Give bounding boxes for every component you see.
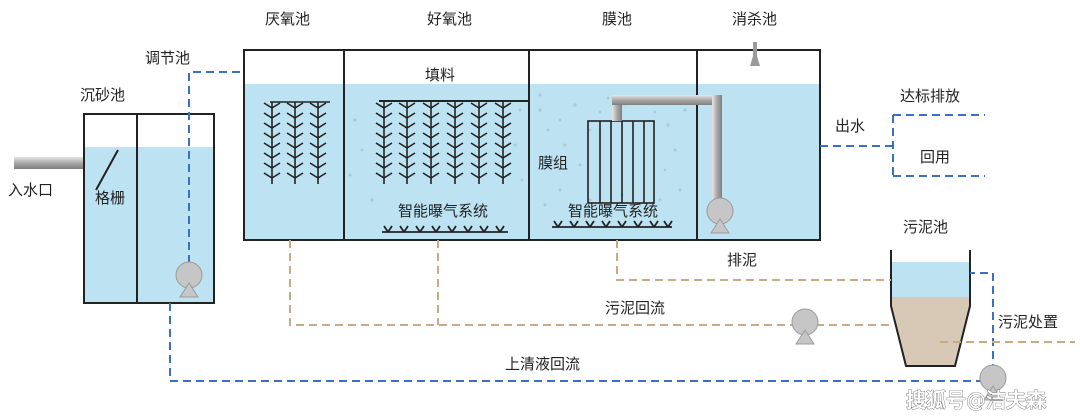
watermark: 搜狐号@洁夫森 [906,388,1047,412]
label-supernatant-return: 上清液回流 [505,355,580,373]
label-sludge-discharge: 排泥 [727,251,757,269]
label-membrane-module: 膜组 [538,154,568,172]
label-outlet: 出水 [835,117,865,135]
sludge-tank-water [891,262,970,297]
label-reuse: 回用 [920,148,950,166]
anaerobic-carriers [263,101,330,185]
membrane-pipe [612,95,722,200]
label-grit-chamber: 沉砂池 [80,86,125,104]
sludge-lines [289,240,1075,343]
inlet-pipe [14,157,84,169]
label-anaerobic-tank: 厌氧池 [265,10,310,28]
label-aerobic-tank: 好氧池 [427,10,472,28]
label-inlet: 入水口 [8,181,53,199]
label-discharge: 达标排放 [900,87,960,105]
disinfection-nozzle [750,42,760,66]
label-aeration-system-1: 智能曝气系统 [398,202,488,220]
label-disinfection-tank: 消杀池 [732,10,777,28]
label-screen: 格栅 [95,189,125,207]
label-aeration-system-2: 智能曝气系统 [568,202,658,220]
label-sludge-disposal: 污泥处置 [998,313,1058,331]
label-equalization-tank: 调节池 [145,49,190,67]
sludge-tank [890,250,971,367]
sludge-layer [891,297,970,366]
filler-carriers [375,100,530,186]
label-membrane-tank: 膜池 [602,10,632,28]
grit-chamber [83,113,215,304]
label-sludge-tank: 污泥池 [903,218,948,236]
sludge-return-pump-icon [791,308,819,345]
membrane-module [587,120,655,204]
aerator-2 [552,220,673,228]
aerator-1 [382,225,508,233]
label-filler: 填料 [425,66,455,84]
screen-bar [95,149,119,191]
label-sludge-return: 污泥回流 [605,299,665,317]
main-tank-water [244,84,820,240]
